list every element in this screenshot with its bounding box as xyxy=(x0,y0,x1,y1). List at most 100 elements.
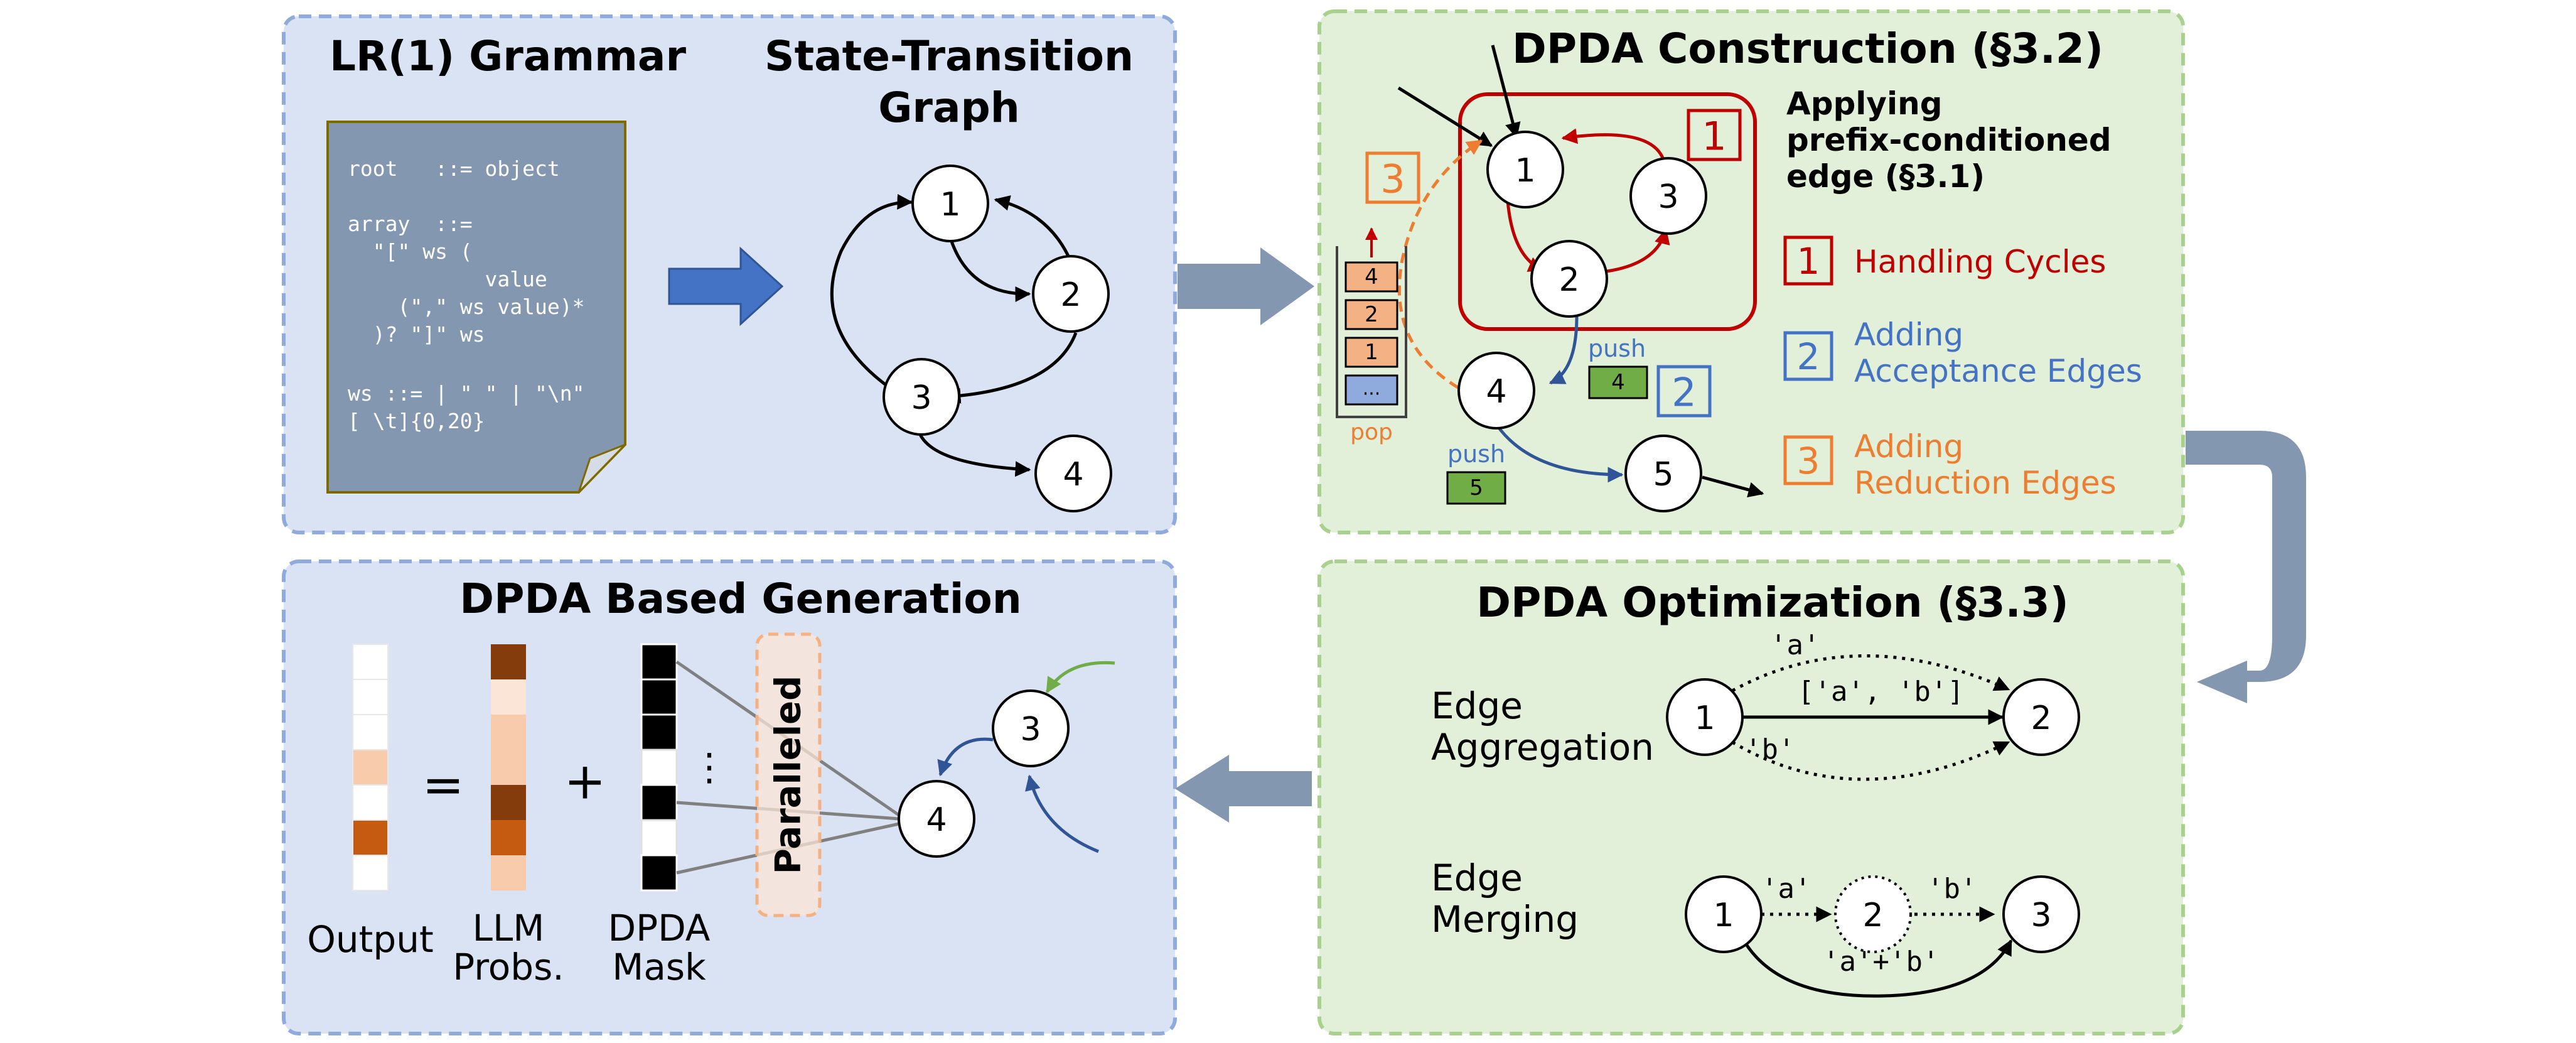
stack-cell: ... xyxy=(1344,374,1398,406)
stg-edge xyxy=(994,195,1071,260)
aggregation-edge-label: 'a' xyxy=(1770,629,1820,661)
svg-text:1: 1 xyxy=(1694,700,1715,737)
svg-text:2: 2 xyxy=(1797,335,1820,378)
plus-sign: + xyxy=(564,752,606,811)
merging-node: 1 xyxy=(1685,875,1763,953)
generation-title: DPDA Based Generation xyxy=(459,575,1021,623)
merging-edge-label: 'a' xyxy=(1761,873,1811,905)
construction-node: 3 xyxy=(1629,157,1707,235)
construction-heading-line: edge (§3.1) xyxy=(1786,158,1985,195)
acceptance-badge xyxy=(1656,365,1712,418)
merging-label-line1: Edge xyxy=(1431,857,1523,899)
svg-text:2: 2 xyxy=(2031,700,2051,737)
svg-text:Reduction Edges: Reduction Edges xyxy=(1854,465,2117,501)
grammar-line: ("," ws value)* xyxy=(348,295,585,319)
grammar-line: [ \t]{0,20} xyxy=(348,409,485,433)
svg-text:4: 4 xyxy=(926,801,947,839)
construction-node: 5 xyxy=(1624,435,1702,512)
grammar-to-graph-arrow xyxy=(668,246,784,327)
svg-text:3: 3 xyxy=(1020,711,1041,748)
aggregation-node: 2 xyxy=(2002,678,2080,756)
pop-label: pop xyxy=(1350,419,1393,445)
construction-node: 2 xyxy=(1530,240,1608,318)
merging-node: 3 xyxy=(2002,875,2080,953)
push-value: 4 xyxy=(1588,365,1648,399)
svg-text:4: 4 xyxy=(1486,373,1506,411)
svg-text:2: 2 xyxy=(1559,261,1579,299)
merging-label-line2: Merging xyxy=(1431,898,1579,941)
construction-heading-line: prefix-conditioned xyxy=(1786,122,2112,158)
generation-edge xyxy=(1045,661,1115,694)
stg-node: 3 xyxy=(883,358,960,436)
optimization-title: DPDA Optimization (§3.3) xyxy=(1476,578,2069,627)
construction-title: DPDA Construction (§3.2) xyxy=(1512,24,2103,73)
stack-cell: 1 xyxy=(1344,337,1398,368)
blue-edge xyxy=(1495,423,1624,483)
legend-item-acceptance: 2 Adding Acceptance Edges xyxy=(1783,316,2142,389)
ellipsis-dots: ⋮ xyxy=(690,745,728,789)
svg-text:Handling Cycles: Handling Cycles xyxy=(1854,244,2106,280)
stg-title-line1: State-Transition xyxy=(765,32,1134,80)
svg-text:2: 2 xyxy=(1365,302,1378,327)
stg-edge xyxy=(918,433,1031,477)
incoming-edge xyxy=(1397,86,1493,148)
stg-title-line2: Graph xyxy=(878,84,1020,132)
grammar-line: value xyxy=(348,267,547,291)
merging-node-removed: 2 xyxy=(1834,875,1912,953)
generation-node: 4 xyxy=(898,780,975,858)
acceptance-badge-number: 2 xyxy=(1672,370,1696,416)
svg-text:4: 4 xyxy=(1365,264,1378,289)
svg-text:4: 4 xyxy=(1611,370,1625,395)
paralleled-box xyxy=(755,632,822,917)
generation-panel xyxy=(282,559,1177,1035)
llm-probs-vector xyxy=(491,644,526,890)
svg-text:3: 3 xyxy=(1797,440,1820,482)
optimization-panel xyxy=(1318,559,2185,1035)
grammar-line: ws ::= | " " | "\n" xyxy=(348,381,585,406)
arrow-to-generation xyxy=(1175,755,1312,823)
exit-edge xyxy=(1702,475,1764,498)
construction-node: 4 xyxy=(1457,352,1535,430)
cycle-box xyxy=(1458,92,1757,331)
svg-text:3: 3 xyxy=(1658,178,1678,216)
red-edge xyxy=(1561,128,1665,160)
stg-edge xyxy=(947,233,1031,302)
svg-text:Acceptance Edges: Acceptance Edges xyxy=(1854,353,2142,389)
cycle-badge xyxy=(1687,109,1742,161)
arrow-to-construction xyxy=(1178,247,1314,325)
cycle-badge-number: 1 xyxy=(1702,114,1726,159)
svg-text:3: 3 xyxy=(911,379,931,417)
grammar-line: "[" ws ( xyxy=(348,239,473,264)
stg-edge xyxy=(945,332,1078,404)
legend-item-cycles: 1 Handling Cycles xyxy=(1783,235,2106,286)
aggregation-label-line2: Aggregation xyxy=(1431,726,1654,769)
reduction-badge xyxy=(1365,151,1420,204)
svg-text:...: ... xyxy=(1363,378,1381,400)
svg-text:2: 2 xyxy=(1862,897,1883,934)
output-label: Output xyxy=(307,918,433,961)
generation-node: 3 xyxy=(992,689,1070,767)
merging-edge-label: 'b' xyxy=(1927,873,1977,905)
equals-sign: = xyxy=(422,756,464,814)
svg-text:5: 5 xyxy=(1653,456,1673,494)
red-edge xyxy=(1606,228,1670,273)
push-label: push xyxy=(1447,440,1505,468)
mask-label-line1: DPDA xyxy=(608,907,711,949)
svg-text:5: 5 xyxy=(1469,475,1483,500)
svg-text:1: 1 xyxy=(1515,152,1535,190)
aggregation-edge-label: 'b' xyxy=(1745,733,1795,765)
svg-text:2: 2 xyxy=(1060,276,1081,314)
svg-text:1: 1 xyxy=(1365,340,1378,365)
arrow-to-optimization xyxy=(2186,431,2306,703)
merging-edge-ab xyxy=(1741,937,2013,998)
push-value: 5 xyxy=(1446,471,1506,505)
output-vector xyxy=(352,644,389,891)
svg-text:Adding: Adding xyxy=(1854,316,1963,353)
stg-node: 2 xyxy=(1032,255,1110,333)
construction-heading-line: Applying xyxy=(1786,85,1943,122)
grammar-line: root ::= object xyxy=(348,156,560,181)
svg-text:1: 1 xyxy=(940,186,960,224)
aggregation-edge-label: ['a', 'b'] xyxy=(1798,676,1964,708)
stack-cell: 4 xyxy=(1344,261,1398,293)
